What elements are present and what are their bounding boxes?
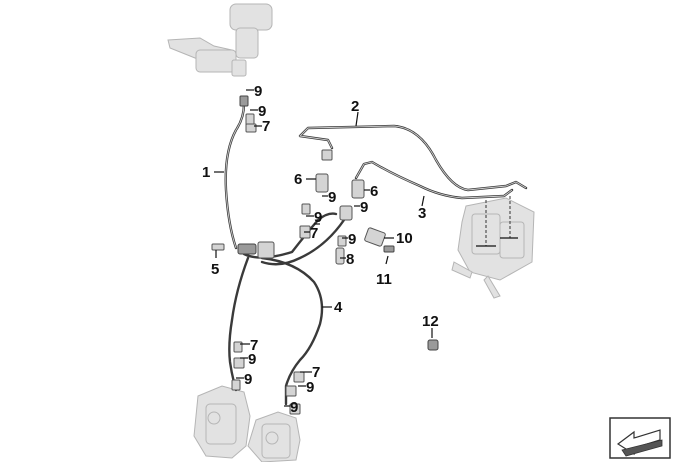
svg-text:12: 12: [422, 313, 439, 330]
callout-7d: 7: [300, 364, 320, 381]
master-cylinder: [167, 3, 273, 77]
svg-text:7: 7: [310, 225, 318, 242]
svg-text:9: 9: [290, 399, 298, 416]
svg-text:1: 1: [202, 164, 210, 181]
callout-4: 4: [322, 299, 343, 316]
callout-12: 12: [422, 313, 439, 338]
brake-hose-1: [224, 102, 246, 250]
svg-text:6: 6: [370, 183, 378, 200]
callout-9b: 9: [250, 103, 266, 120]
callout-7a: 7: [254, 118, 270, 135]
callout-7b: 7: [304, 225, 318, 242]
brake-line-2: [298, 124, 528, 192]
callout-9a: 9: [246, 83, 262, 100]
callout-9f: 9: [342, 231, 356, 248]
left-brake-caliper: [193, 385, 251, 459]
svg-text:7: 7: [262, 118, 270, 135]
svg-text:9: 9: [244, 371, 252, 388]
callout-6a: 6: [294, 171, 316, 188]
callout-9c: 9: [322, 189, 336, 206]
callout-11: 11: [376, 255, 392, 288]
svg-text:9: 9: [360, 199, 368, 216]
svg-text:9: 9: [306, 379, 314, 396]
svg-text:5: 5: [211, 261, 219, 278]
callout-5: 5: [211, 250, 219, 278]
callout-7c: 7: [240, 337, 258, 354]
svg-text:10: 10: [396, 230, 413, 247]
callout-9k: 9: [314, 223, 320, 225]
svg-text:9: 9: [348, 231, 356, 248]
svg-text:9: 9: [328, 189, 336, 206]
svg-text:2: 2: [351, 98, 359, 115]
svg-text:6: 6: [294, 171, 302, 188]
callout-8: 8: [340, 251, 354, 268]
callout-6b: 6: [364, 183, 378, 200]
callout-9h: 9: [236, 371, 252, 388]
svg-text:7: 7: [312, 364, 320, 381]
direction-arrow-icon: [609, 417, 671, 459]
callout-9d: 9: [354, 199, 368, 216]
callout-9e: 9: [306, 209, 322, 226]
svg-text:9: 9: [254, 83, 262, 100]
svg-text:8: 8: [346, 251, 354, 268]
svg-text:9: 9: [314, 209, 322, 226]
callout-3: 3: [418, 195, 426, 222]
svg-text:9: 9: [258, 103, 266, 120]
svg-text:7: 7: [250, 337, 258, 354]
callout-9i: 9: [298, 379, 314, 396]
callout-2: 2: [351, 98, 359, 127]
svg-text:9: 9: [248, 351, 256, 368]
svg-text:4: 4: [334, 299, 343, 316]
callout-10: 10: [384, 230, 413, 247]
abs-unit: [451, 196, 535, 299]
callout-1: 1: [202, 164, 224, 181]
right-brake-caliper: [247, 411, 301, 462]
brake-line-3: [354, 160, 514, 200]
callout-9g: 9: [240, 351, 256, 368]
svg-text:3: 3: [418, 205, 426, 222]
callout-9j: 9: [284, 399, 298, 416]
svg-text:11: 11: [376, 271, 392, 288]
